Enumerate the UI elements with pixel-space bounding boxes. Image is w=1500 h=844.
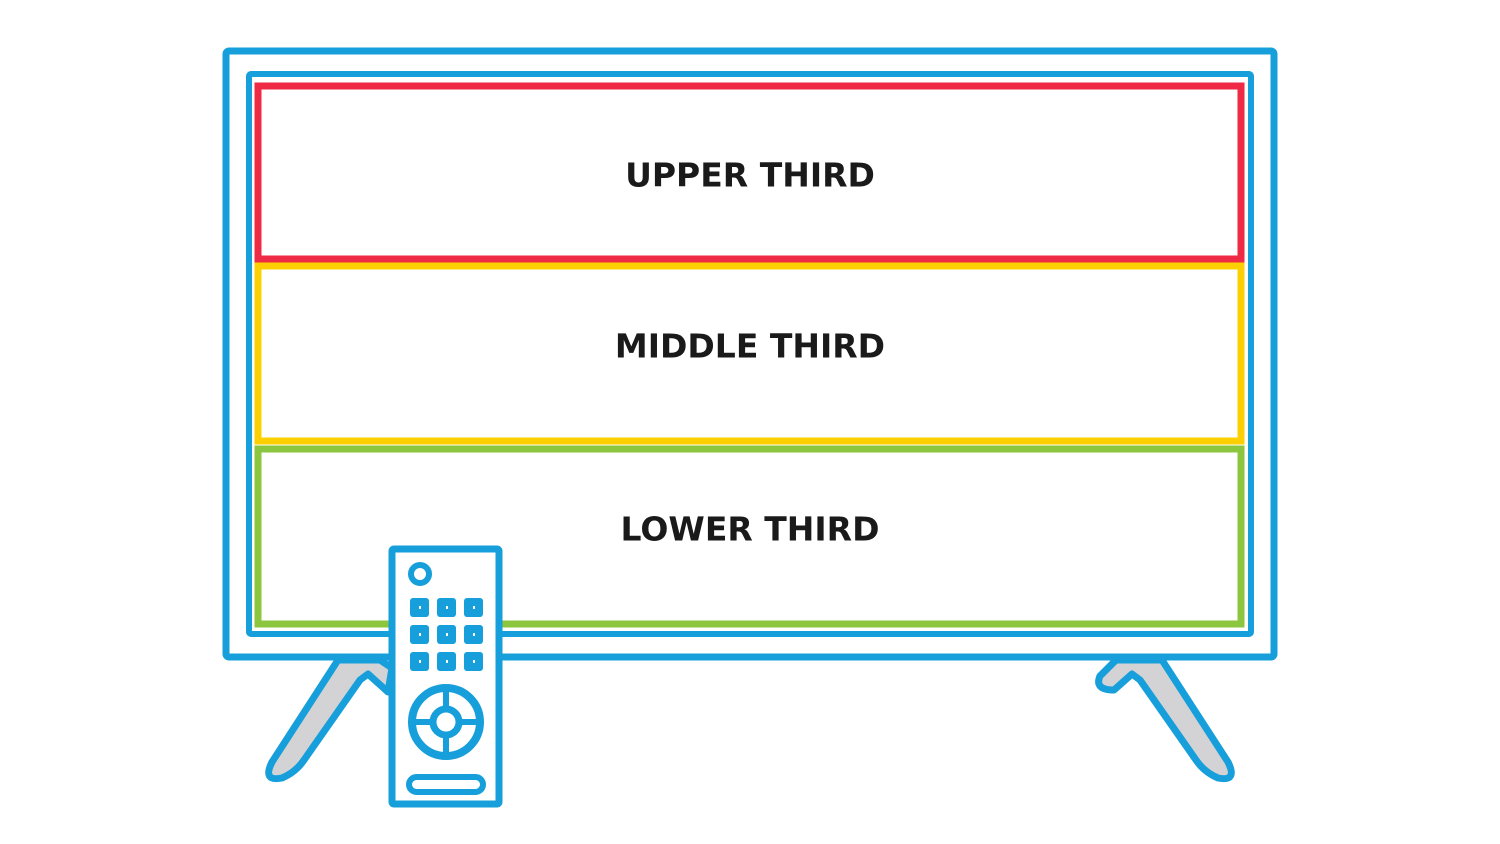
- power-button-icon: [408, 562, 432, 586]
- keypad-icon: [410, 598, 483, 671]
- middle-third-label: MIDDLE THIRD: [615, 327, 885, 366]
- upper-third-label: UPPER THIRD: [625, 156, 875, 195]
- tv-right-leg: [1095, 656, 1235, 783]
- bottom-bar-button-icon: [406, 774, 486, 795]
- tv-screen-frame: [246, 71, 1254, 637]
- dpad-icon: [408, 684, 484, 760]
- lower-third-label: LOWER THIRD: [621, 510, 880, 549]
- remote-control-icon: [388, 545, 503, 808]
- tv-left-leg: [265, 656, 396, 783]
- upper-third-box: [254, 82, 1245, 263]
- middle-third-box: [254, 262, 1245, 445]
- lower-third-box: [254, 445, 1245, 628]
